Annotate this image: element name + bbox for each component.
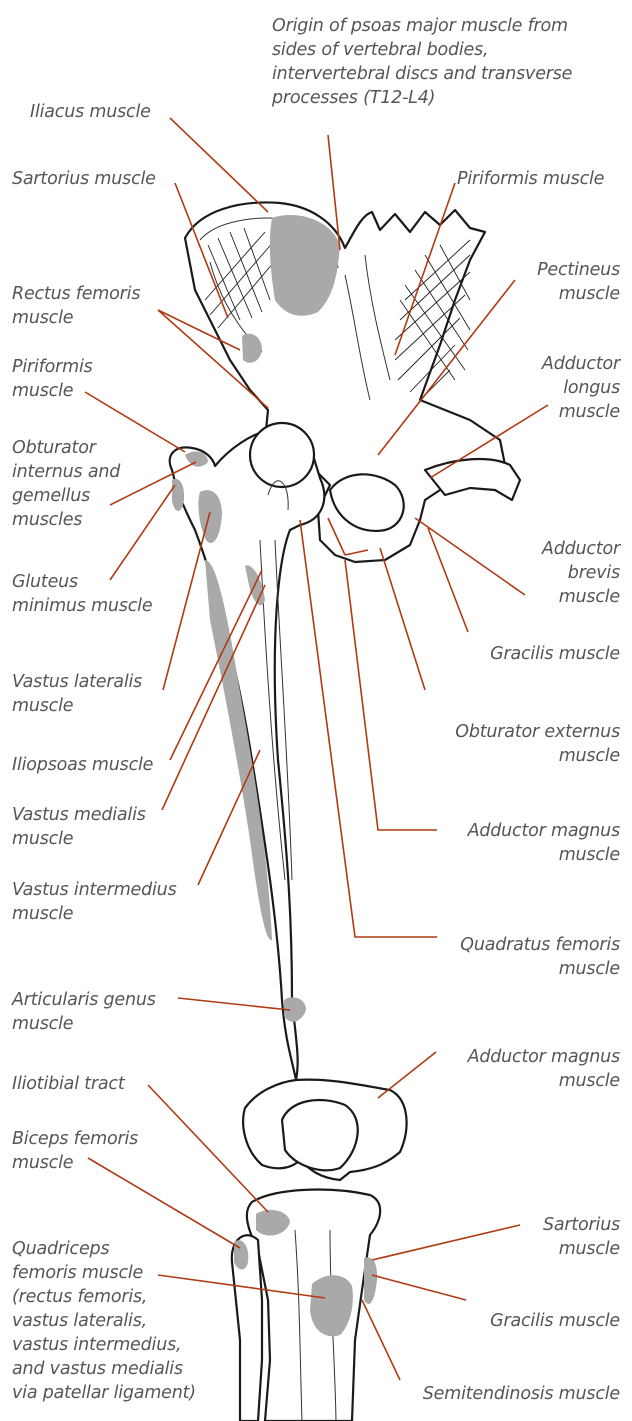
label-gracilis-top: Gracilis muscle	[490, 642, 620, 666]
label-piriformis-right: Piriformis muscle	[457, 167, 604, 191]
label-gracilis-bottom: Gracilis muscle	[490, 1309, 620, 1333]
label-iliotibial-tract: Iliotibial tract	[12, 1072, 125, 1096]
label-iliopsoas: Iliopsoas muscle	[12, 753, 153, 777]
label-iliacus: Iliacus muscle	[30, 100, 151, 124]
label-semitendinosis: Semitendinosis muscle	[423, 1382, 620, 1406]
tibia-fibula	[232, 1190, 380, 1421]
label-sartorius-top: Sartorius muscle	[12, 167, 156, 191]
sartorius-gracilis-attachment	[364, 1257, 377, 1304]
